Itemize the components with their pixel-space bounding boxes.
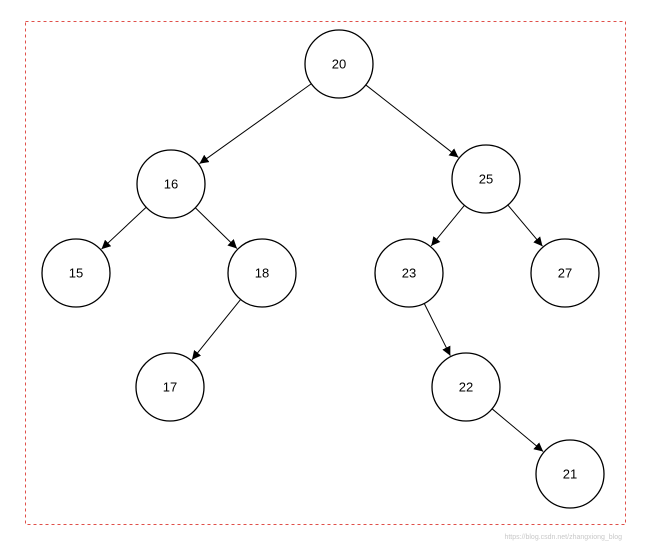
tree-node-17: 17 xyxy=(135,352,205,422)
node-circle xyxy=(136,149,206,219)
node-label: 17 xyxy=(163,380,177,395)
edge-16-to-15 xyxy=(101,206,147,250)
edge-20-to-25 xyxy=(365,84,459,158)
tree-node-16: 16 xyxy=(136,149,206,219)
tree-node-20: 20 xyxy=(304,29,374,99)
node-label: 25 xyxy=(479,172,493,187)
node-circle xyxy=(227,238,297,308)
edge-23-to-22 xyxy=(423,303,451,356)
node-circle xyxy=(135,352,205,422)
node-circle xyxy=(530,238,600,308)
node-label: 18 xyxy=(255,266,269,281)
node-label: 23 xyxy=(402,266,416,281)
tree-node-15: 15 xyxy=(41,238,111,308)
node-circle xyxy=(431,352,501,422)
tree-node-23: 23 xyxy=(374,238,444,308)
diagram-frame xyxy=(25,21,626,525)
node-circle xyxy=(41,238,111,308)
node-label: 22 xyxy=(459,380,473,395)
tree-node-27: 27 xyxy=(530,238,600,308)
edge-20-to-16 xyxy=(199,83,312,165)
tree-node-22: 22 xyxy=(431,352,501,422)
edge-22-to-21 xyxy=(491,408,544,452)
node-label: 27 xyxy=(558,266,572,281)
node-label: 21 xyxy=(563,467,577,482)
edge-16-to-18 xyxy=(194,207,238,249)
node-label: 20 xyxy=(332,57,346,72)
node-label: 15 xyxy=(69,266,83,281)
node-circle xyxy=(304,29,374,99)
node-circle xyxy=(535,439,605,509)
node-label: 16 xyxy=(164,177,178,192)
edge-18-to-17 xyxy=(191,299,242,361)
edge-25-to-23 xyxy=(430,204,465,247)
node-circle xyxy=(374,238,444,308)
tree-node-18: 18 xyxy=(227,238,297,308)
node-circle xyxy=(451,144,521,214)
edges-layer xyxy=(101,83,544,452)
edge-25-to-27 xyxy=(507,204,543,247)
watermark-text: https://blog.csdn.net/zhangxiong_blog xyxy=(504,534,622,541)
tree-node-25: 25 xyxy=(451,144,521,214)
nodes-layer: 20 16 25 15 18 23 27 17 22 21 xyxy=(41,29,605,509)
tree-node-21: 21 xyxy=(535,439,605,509)
